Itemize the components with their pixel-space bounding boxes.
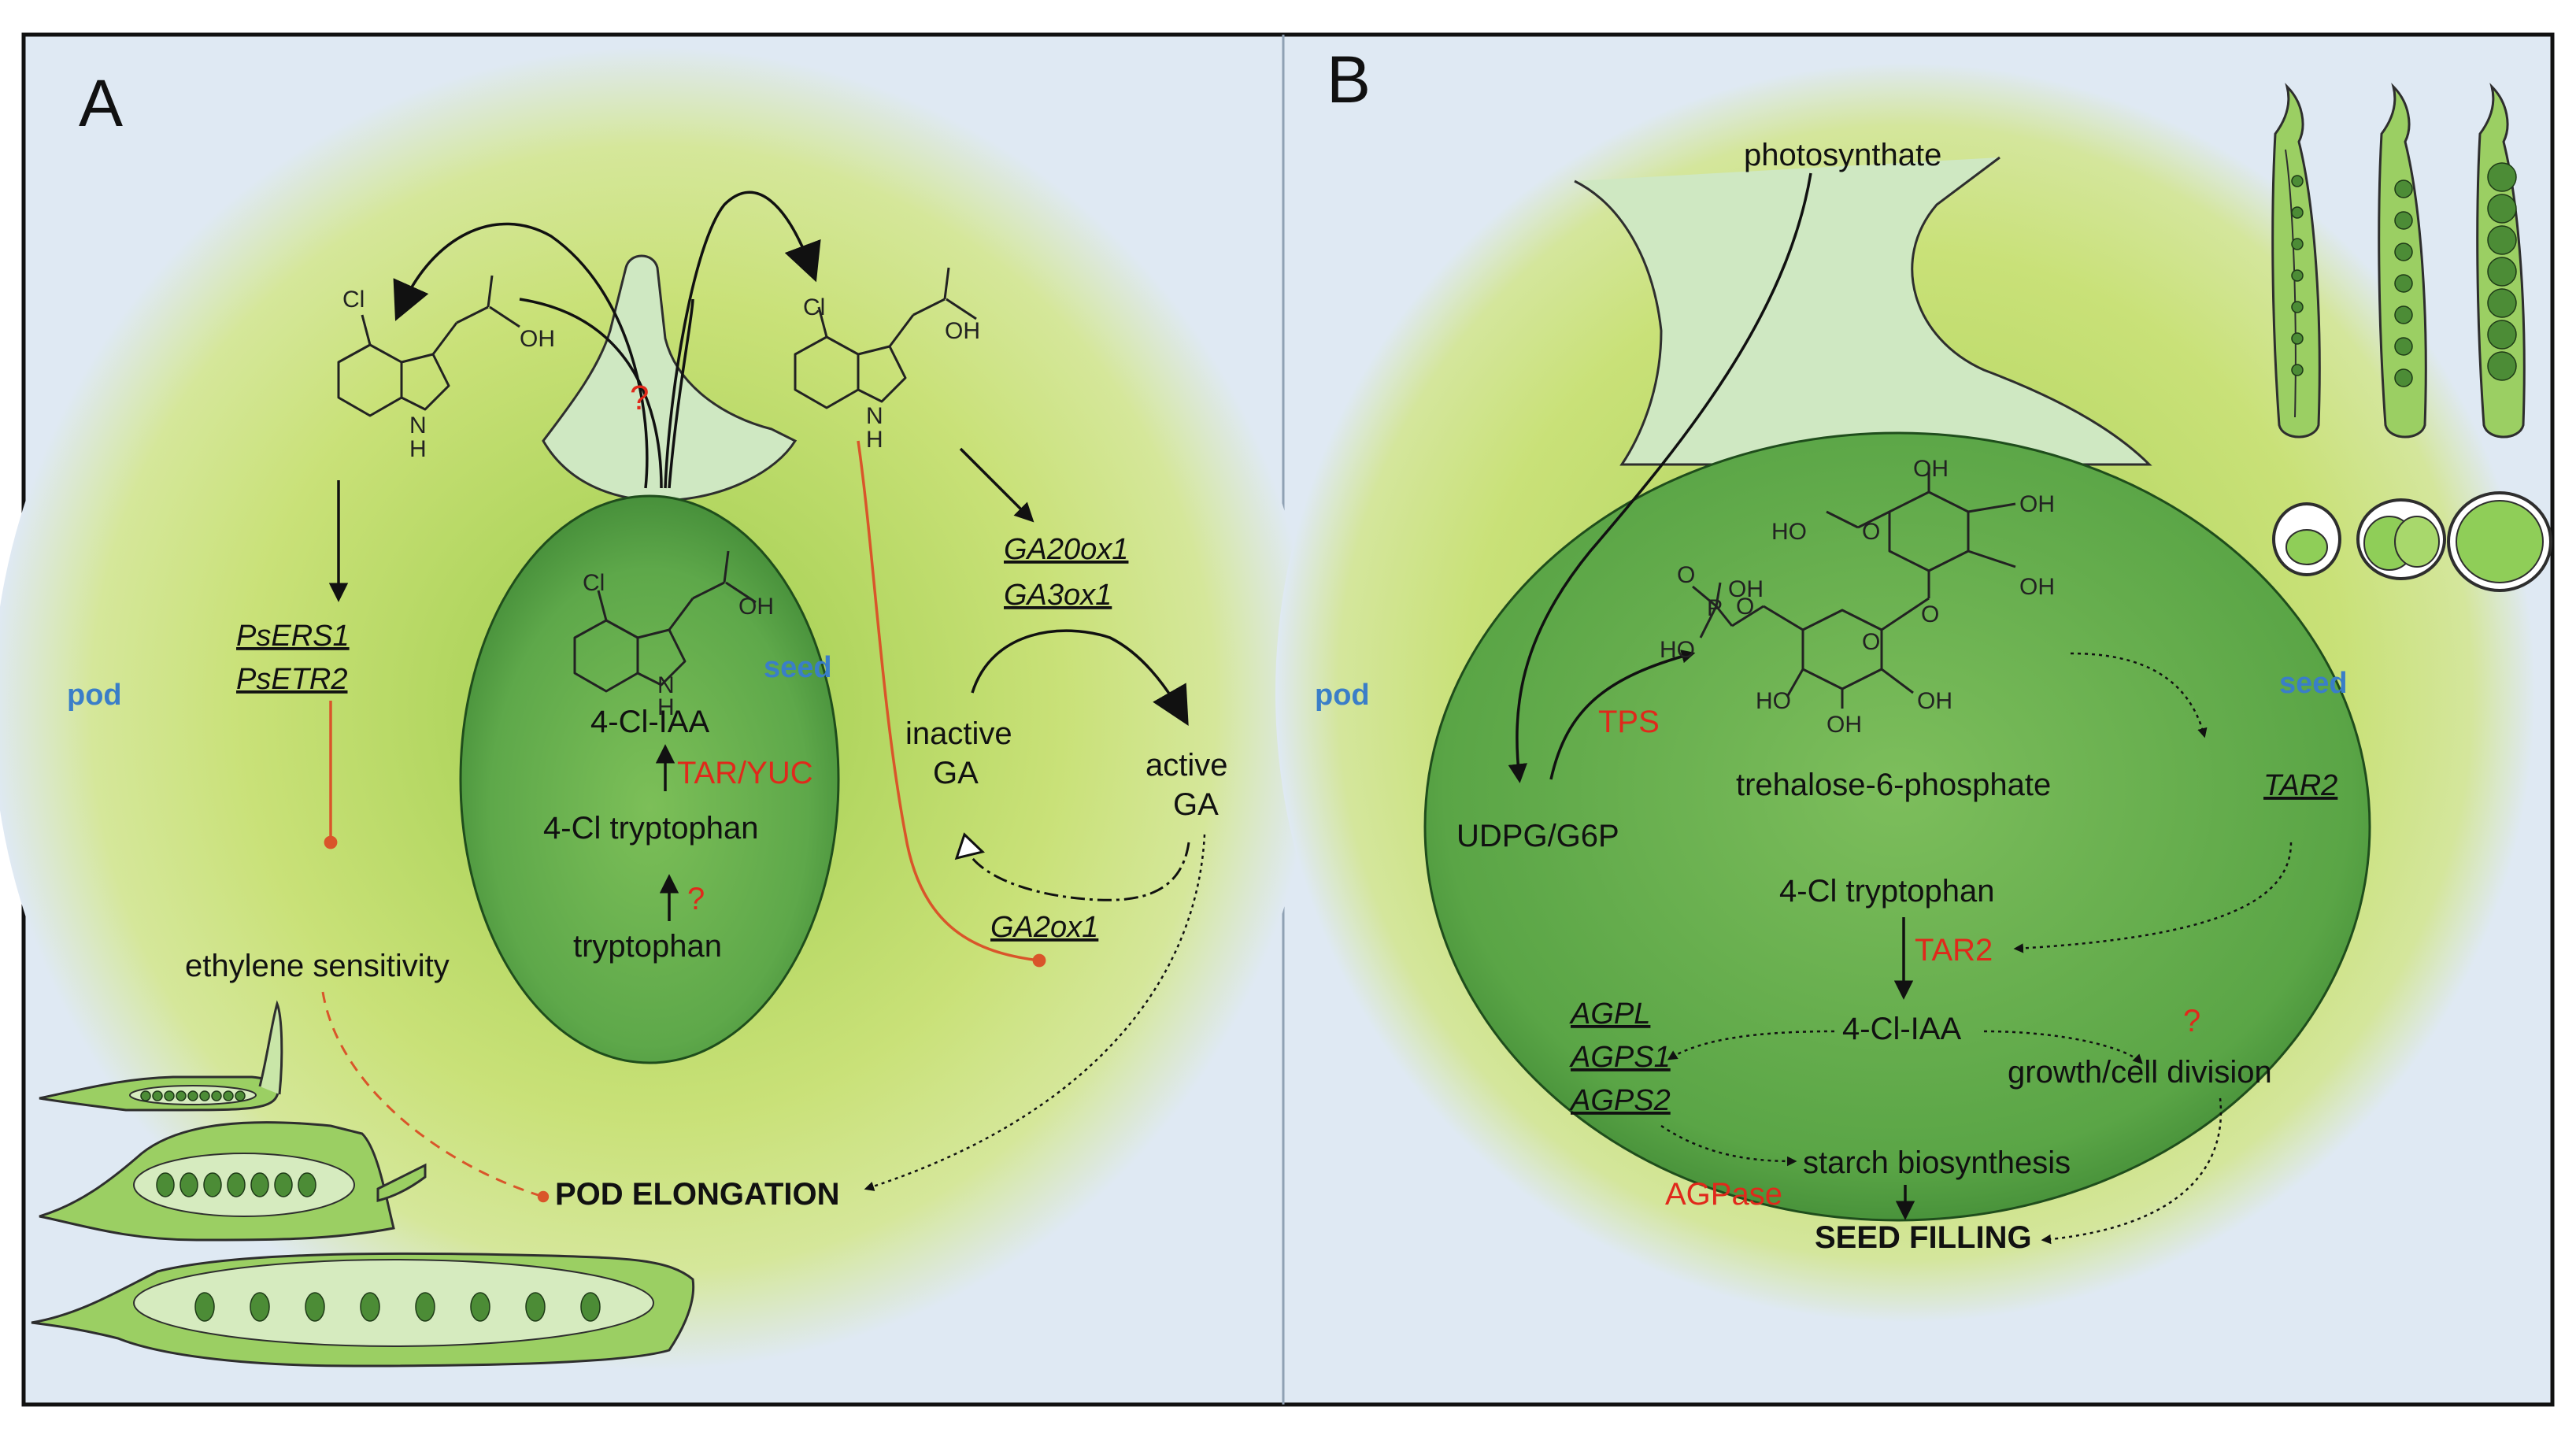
svg-text:N: N — [866, 403, 883, 429]
enzyme-tar2-b: TAR2 — [1915, 933, 1993, 968]
panel-b: B pod seed photosynthate TPS UDPG/G6P — [1275, 43, 2552, 1323]
seed-label-b: seed — [2279, 667, 2348, 700]
enzyme-tar-yuc: TAR/YUC — [677, 756, 813, 790]
chem-t6p: O HO OH OH OH O O O P O OH HO HO OH OH — [1660, 456, 2055, 738]
gene-tar2-b: TAR2 — [2263, 769, 2337, 802]
funiculus-question: ? — [630, 379, 649, 417]
gene-psers1: PsERS1 — [236, 620, 350, 653]
gene-agps1: AGPS1 — [1569, 1041, 1671, 1074]
svg-text:N: N — [657, 672, 675, 698]
svg-text:HO: HO — [1660, 637, 1695, 663]
svg-text:OH: OH — [1917, 688, 1952, 714]
enzyme-agpase: AGPase — [1665, 1177, 1782, 1212]
ethylene-sensitivity: ethylene sensitivity — [185, 949, 450, 983]
svg-text:N: N — [409, 413, 427, 439]
seed-4cltrp-a: 4-Cl tryptophan — [543, 811, 758, 846]
seed-b — [1423, 431, 2371, 1222]
pod-elongation: POD ELONGATION — [555, 1177, 839, 1212]
seed-4clIAA-b: 4-Cl-IAA — [1842, 1012, 1961, 1046]
seed-4cltrp-b: 4-Cl tryptophan — [1779, 874, 1994, 909]
svg-text:Cl: Cl — [583, 570, 605, 596]
svg-text:H: H — [409, 436, 427, 462]
seed-4clIAA-a: 4-Cl-IAA — [590, 705, 709, 739]
gene-ga20ox1: GA20ox1 — [1004, 533, 1128, 566]
seed-label-a: seed — [764, 651, 832, 684]
seed-filling: SEED FILLING — [1815, 1220, 2032, 1255]
gene-agps2: AGPS2 — [1569, 1084, 1671, 1117]
svg-text:Cl: Cl — [803, 294, 825, 320]
pod-label-b: pod — [1315, 679, 1370, 712]
svg-text:OH: OH — [738, 594, 774, 620]
svg-text:OH: OH — [1913, 456, 1949, 482]
panel-b-letter: B — [1327, 43, 1371, 117]
active-ga-1: active — [1146, 748, 1228, 783]
inactive-ga-2: GA — [933, 756, 979, 790]
svg-text:O: O — [1736, 594, 1754, 620]
chem-4clIAA-right: Cl OH N H — [794, 267, 980, 453]
svg-text:OH: OH — [2019, 491, 2055, 517]
t6p-label: trehalose-6-phosphate — [1736, 768, 2051, 802]
svg-text:OH: OH — [945, 318, 980, 344]
gene-ga3ox1: GA3ox1 — [1004, 579, 1112, 612]
svg-text:H: H — [866, 427, 883, 453]
svg-text:O: O — [1677, 562, 1695, 588]
svg-text:Cl: Cl — [342, 287, 365, 313]
chem-4clIAA-left: Cl OH N H — [337, 275, 555, 462]
enzyme-tps: TPS — [1598, 705, 1660, 739]
pod-illustrations-a — [31, 1000, 695, 1368]
svg-text:H: H — [657, 694, 675, 720]
seed-a — [459, 494, 840, 1064]
svg-text:P: P — [1707, 595, 1723, 621]
svg-text:HO: HO — [1756, 688, 1791, 714]
udpg: UDPG/G6P — [1456, 819, 1619, 853]
growth: growth/cell division — [2008, 1055, 2272, 1090]
inactive-ga-1: inactive — [905, 716, 1012, 751]
svg-text:OH: OH — [1728, 576, 1764, 602]
gene-psetr2: PsETR2 — [236, 663, 347, 696]
gene-agpl: AGPL — [1569, 997, 1650, 1031]
pod-label-a: pod — [67, 679, 122, 712]
svg-text:OH: OH — [520, 326, 555, 352]
growth-question: ? — [2183, 1004, 2200, 1038]
gene-ga2ox1: GA2ox1 — [990, 911, 1098, 944]
svg-text:O: O — [1862, 629, 1880, 655]
active-ga-2: GA — [1173, 787, 1219, 822]
panel-a-letter: A — [79, 66, 123, 140]
svg-text:HO: HO — [1771, 519, 1807, 545]
panel-a: A pod seed ? Cl OH N H — [0, 47, 1315, 1370]
svg-text:OH: OH — [1827, 712, 1862, 738]
svg-text:O: O — [1921, 601, 1939, 627]
pod-illustrations-b — [2271, 83, 2552, 592]
photosynthate: photosynthate — [1744, 138, 1941, 172]
chem-4clIAA-seed: Cl OH N H — [573, 550, 774, 720]
starch: starch biosynthesis — [1803, 1145, 2071, 1180]
seed-trp-a: tryptophan — [573, 929, 722, 964]
svg-text:O: O — [1862, 519, 1880, 545]
trp-question: ? — [687, 882, 705, 916]
svg-text:OH: OH — [2019, 574, 2055, 600]
